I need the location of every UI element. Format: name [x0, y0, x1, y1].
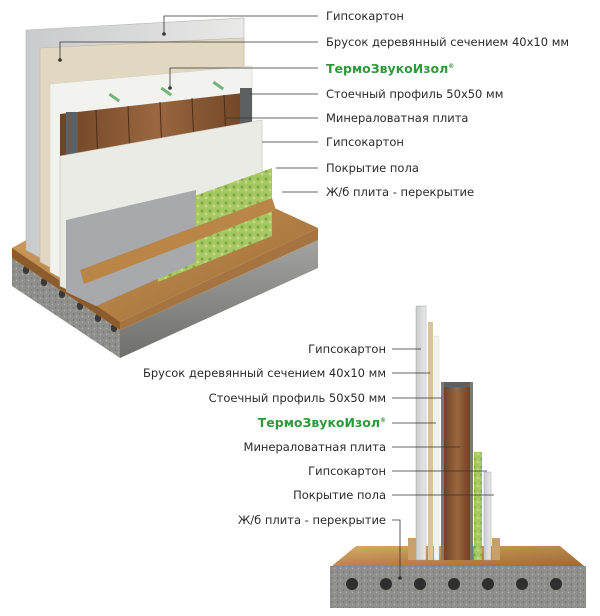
bottom-gypsum-back	[415, 305, 427, 561]
top-labels: Гипсокартон Брусок деревянный сечением 4…	[326, 9, 569, 199]
bottom-label-floor-covering: Покрытие пола	[293, 488, 386, 502]
bottom-baseboard-left	[408, 538, 416, 560]
bottom-label-stud-profile: Стоечный профиль 50х50 мм	[209, 391, 386, 405]
bottom-gypsum-front	[483, 471, 492, 561]
bottom-label-brand: ТермоЗвукоИзол®	[258, 415, 386, 430]
bottom-leader-lines	[392, 348, 494, 580]
bottom-label-gypsum-2: Гипсокартон	[308, 464, 386, 478]
top-label-floor-covering: Покрытие пола	[326, 161, 419, 175]
top-label-brand: ТермоЗвукоИзол®	[326, 61, 454, 76]
top-label-mineral-wool: Минераловатная плита	[326, 111, 468, 125]
top-concrete-slab-side	[120, 240, 318, 358]
top-floor-edge-side	[120, 228, 318, 330]
top-label-gypsum-1: Гипсокартон	[326, 9, 404, 23]
bottom-mineral-wool	[474, 452, 482, 560]
bottom-labels: Гипсокартон Брусок деревянный сечением 4…	[143, 342, 386, 527]
bottom-wood-batten	[428, 322, 433, 560]
top-concrete-slab-front	[12, 258, 120, 358]
bottom-label-mineral-wool: Минераловатная плита	[244, 440, 386, 454]
top-label-gypsum-2: Гипсокартон	[326, 135, 404, 149]
bottom-membrane	[433, 335, 440, 561]
top-label-stud-profile: Стоечный профиль 50х50 мм	[326, 87, 503, 101]
top-label-concrete-slab: Ж/б плита - перекрытие	[326, 185, 474, 199]
top-illustration	[12, 17, 318, 358]
top-leader-lines	[58, 15, 318, 193]
bottom-label-gypsum-1: Гипсокартон	[308, 342, 386, 356]
bottom-illustration	[330, 305, 586, 608]
bottom-baseboard-right	[492, 538, 500, 560]
bottom-label-concrete-slab: Ж/б плита - перекрытие	[238, 513, 386, 527]
bottom-metal-profile	[442, 382, 472, 387]
bottom-stud	[444, 386, 470, 560]
bottom-label-wood-batten: Брусок деревянный сечением 40х10 мм	[143, 366, 386, 380]
top-label-wood-batten: Брусок деревянный сечением 40х10 мм	[326, 35, 569, 49]
top-plinth	[80, 198, 276, 284]
bottom-slab-hollow-cores	[346, 578, 562, 590]
